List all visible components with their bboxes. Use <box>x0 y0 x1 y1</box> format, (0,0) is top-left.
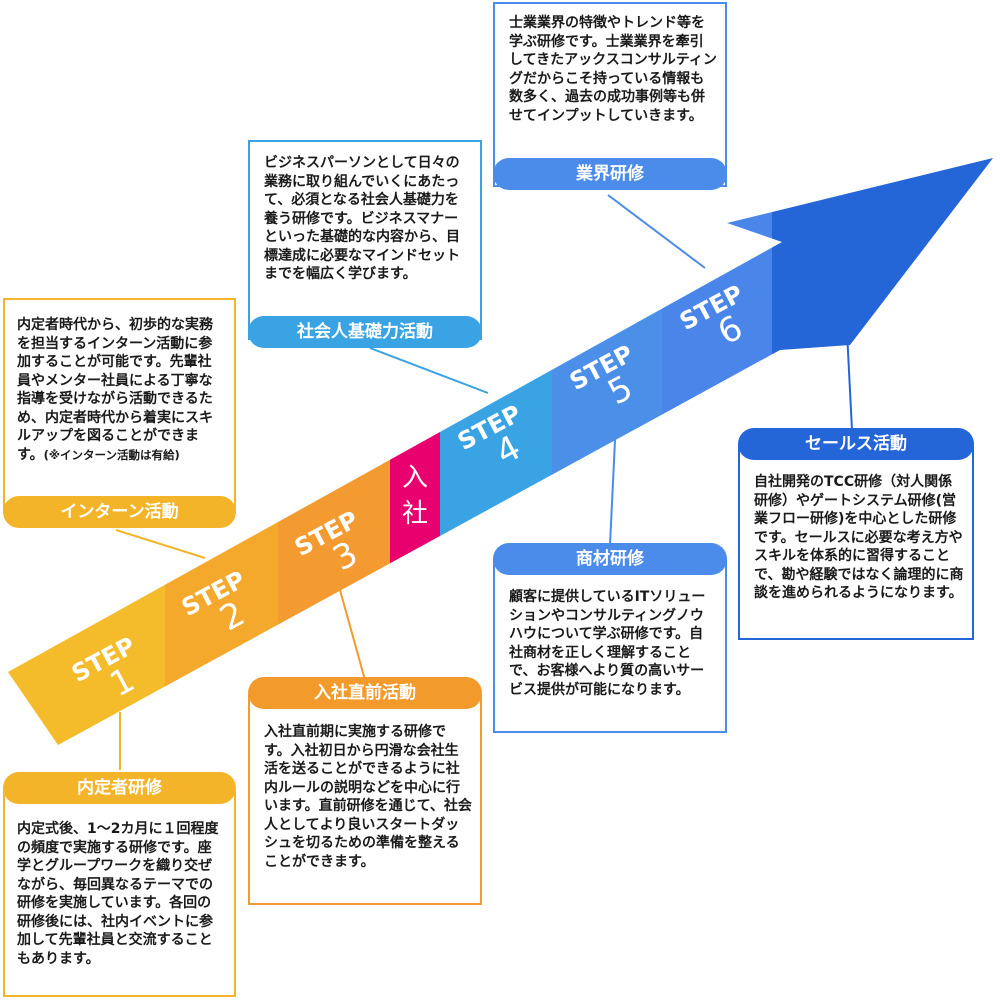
shozai-title: 商材研修 <box>493 543 727 575</box>
connector-gyokai <box>607 194 706 269</box>
intern-box: 内定者時代から、初歩的な実務を担当するインターン活動に参加することが可能です。先… <box>3 298 236 511</box>
shozai-text: 顧客に提供しているITソリューションやコンサルティングノウハウについて学ぶ研修で… <box>509 589 706 698</box>
connector-intern <box>115 529 206 559</box>
gyokai-title: 業界研修 <box>493 158 727 190</box>
nyusha-char-1: 入 <box>402 463 428 493</box>
sales-title: セールス活動 <box>738 428 974 460</box>
connector-sales <box>845 311 853 431</box>
connector-shozai <box>609 439 616 546</box>
chokuzen-text: 入社直前期に実施する研修です。入社初日から円滑な会社生活を送ることができるように… <box>264 724 472 870</box>
sales-box: 自社開発のTCC研修（対人関係研修）やゲートシステム研修(営業フロー研修)を中心… <box>738 445 974 640</box>
chokuzen-box: 入社直前期に実施する研修です。入社初日から円滑な会社生活を送ることができるように… <box>248 695 482 905</box>
shakaijin-box: ビジネスパーソンとして日々の業務に取り組んでいくにあたって、必須となる社会人基礎… <box>248 140 482 340</box>
nyusha-char-2: 社 <box>402 499 428 529</box>
intern-text: 内定者時代から、初歩的な実務を担当するインターン活動に参加することが可能です。先… <box>17 316 225 464</box>
naitei-box: 内定式後、1～2カ月に１回程度の頻度で実施する研修です。座学とグループワークを織… <box>3 790 236 997</box>
connector-shakaijin <box>369 347 489 394</box>
shakaijin-text: ビジネスパーソンとして日々の業務に取り組んでいくにあたって、必須となる社会人基礎… <box>264 155 460 282</box>
intern-body: 内定者時代から、初歩的な実務を担当するインターン活動に参加することが可能です。先… <box>17 317 213 463</box>
shakaijin-title: 社会人基礎力活動 <box>248 316 482 348</box>
shozai-box: 顧客に提供しているITソリューションやコンサルティングノウハウについて学ぶ研修で… <box>493 558 727 733</box>
intern-title: インターン活動 <box>3 496 236 528</box>
gyokai-box: 士業業界の特徴やトレンド等を学ぶ研修です。士業業界を牽引してきたアックスコンサル… <box>493 2 727 187</box>
naitei-title: 内定者研修 <box>3 772 236 804</box>
intern-note: (※インターン活動は有給) <box>43 447 180 462</box>
gyokai-text: 士業業界の特徴やトレンド等を学ぶ研修です。士業業界を牽引してきたアックスコンサル… <box>509 15 717 124</box>
chokuzen-title: 入社直前活動 <box>248 677 482 709</box>
connector-chokuzen <box>339 589 366 681</box>
naitei-text: 内定式後、1～2カ月に１回程度の頻度で実施する研修です。座学とグループワークを織… <box>17 821 219 967</box>
sales-text: 自社開発のTCC研修（対人関係研修）やゲートシステム研修(営業フロー研修)を中心… <box>754 474 964 601</box>
